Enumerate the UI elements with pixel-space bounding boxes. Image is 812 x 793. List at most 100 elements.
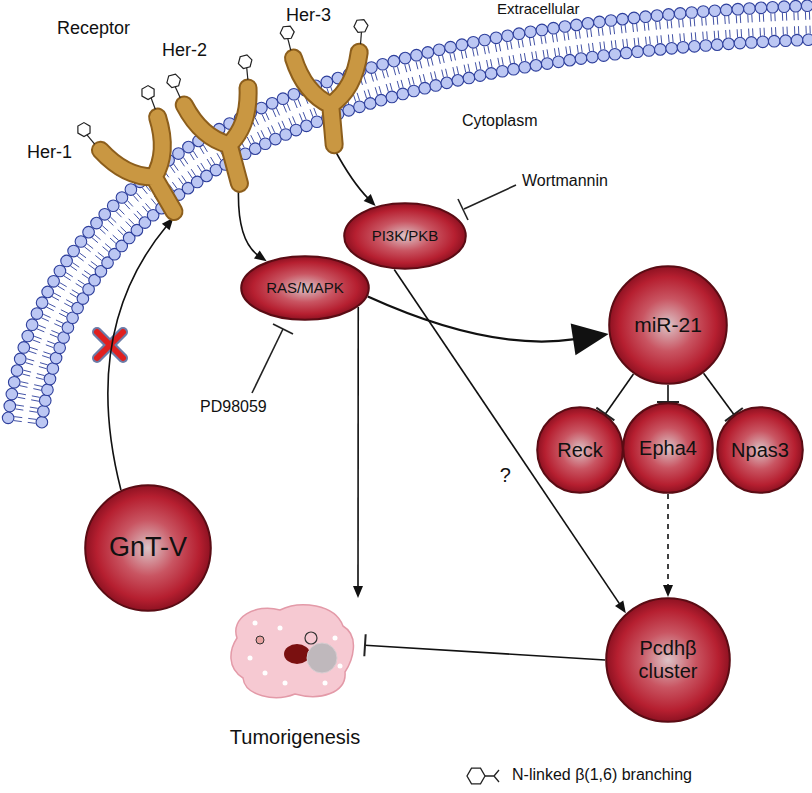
lipid-tail (547, 49, 548, 57)
node-label: Tumorigenesis (230, 726, 360, 749)
lipid-tail (30, 347, 38, 350)
lipid-head (36, 297, 48, 309)
lipid-head (377, 58, 389, 70)
connector (663, 494, 673, 597)
text-label: PD98059 (200, 398, 267, 416)
lipid-tail (48, 304, 55, 308)
connector (368, 297, 609, 356)
lipid-tail (419, 75, 421, 83)
lipid-tail (390, 83, 392, 91)
lipid-tail (60, 283, 67, 287)
lipid-head (26, 319, 38, 331)
lipid-tail (566, 47, 567, 55)
lipid-tail (37, 329, 44, 332)
lipid-tail (394, 67, 396, 75)
pathway-circle: Npas3 (716, 406, 804, 494)
lipid-tail (724, 16, 726, 24)
lipid-tail (70, 266, 77, 271)
lipid-tail (142, 206, 147, 212)
lipid-head (256, 102, 268, 114)
lipid-head (321, 76, 333, 88)
lipid-tail (408, 78, 410, 86)
lipid-tail (36, 378, 44, 380)
lipid-head (778, 1, 790, 13)
lipid-tail (660, 35, 662, 43)
lipid-tail (64, 276, 71, 280)
lipid-tail (375, 73, 377, 81)
lipid-tail (771, 27, 772, 35)
lipid-tail (119, 209, 125, 215)
lipid-tail (178, 178, 183, 185)
lipid-tail (37, 374, 45, 376)
lipid-head (732, 3, 744, 15)
circle-shape (344, 203, 466, 269)
lipid-tail (151, 199, 156, 205)
lipid-tail (484, 46, 486, 54)
lipid-tail (729, 30, 731, 38)
lipid-head (530, 60, 542, 72)
lipid-tail (507, 42, 508, 50)
lipid-head (266, 97, 278, 109)
lipid-tail (33, 340, 41, 343)
lipid-tail (659, 21, 661, 29)
lipid-head (6, 388, 18, 400)
lipid-tail (84, 247, 90, 252)
lipid-tail (649, 36, 651, 44)
lipid-tail (121, 227, 127, 233)
lipid-tail (191, 169, 195, 176)
node-label: Reck (557, 439, 603, 462)
edge-label: ? (498, 464, 513, 487)
lipid-tail (27, 359, 35, 361)
lipid-tail (495, 44, 496, 52)
lipid-head (721, 4, 733, 16)
lipid-head (564, 54, 576, 66)
lipid-tail (14, 417, 22, 418)
circle-shape (537, 407, 623, 493)
lipid-head (44, 373, 56, 385)
lipid-tail (283, 105, 286, 112)
lipid-tail (31, 400, 39, 401)
circle-shape (241, 256, 369, 320)
lipid-tail (793, 12, 794, 20)
lipid-head (386, 91, 398, 103)
lipid-tail (73, 263, 80, 268)
lipid-tail (298, 99, 301, 106)
lipid-head (36, 416, 48, 428)
lipid-tail (56, 320, 63, 323)
lipid-tail (182, 176, 187, 183)
lipid-tail (110, 238, 116, 243)
lipid-head (11, 365, 23, 377)
lipid-head (686, 7, 698, 19)
lipid-tail (50, 334, 57, 337)
lipid-tail (66, 300, 73, 304)
lipid-tail (591, 29, 592, 37)
lipid-tail (293, 116, 296, 123)
lipid-tail (760, 28, 761, 36)
lipid-head (723, 38, 735, 50)
lipid-head (39, 395, 51, 407)
lipid-tail (103, 247, 109, 252)
lipid-tail (375, 87, 377, 95)
connector-line (357, 307, 359, 588)
lipid-tail (137, 211, 142, 217)
lipid-head (655, 44, 667, 56)
lipid-tail (442, 55, 444, 63)
lipid-tail (691, 33, 693, 41)
text-label: Receptor (57, 18, 130, 39)
lipid-tail (40, 363, 48, 365)
lipid-head (677, 42, 689, 54)
inhibitor-leader (252, 185, 516, 393)
lipid-tail (271, 125, 274, 132)
lipid-head (399, 52, 411, 64)
lipid-tail (740, 15, 741, 23)
lipid-tail (33, 389, 41, 391)
lipid-tail (200, 147, 204, 154)
lipid-tail (465, 50, 467, 58)
lipid-head (757, 36, 769, 48)
lipid-tail (18, 393, 26, 394)
lipid-tail (476, 48, 478, 56)
lipid-tail (25, 363, 33, 365)
lipid-tail (536, 51, 537, 59)
lipid-head (441, 77, 453, 89)
lipid-head (485, 68, 497, 80)
